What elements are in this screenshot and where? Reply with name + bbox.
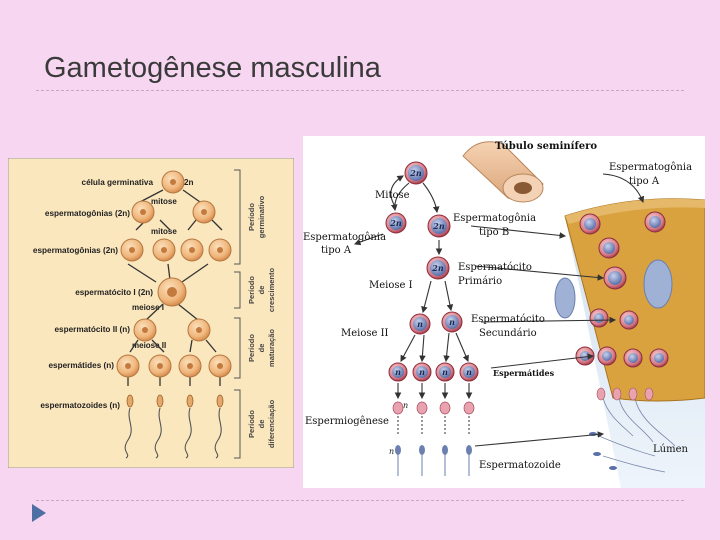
spermatozoa-left [124, 394, 224, 459]
next-slide-arrow-icon[interactable] [32, 504, 46, 522]
label-lumen: Lúmen [653, 444, 688, 455]
label-espermatides: Espermátides [493, 368, 555, 378]
ploidy-n-espermatide: n [403, 401, 408, 410]
ploidy-n-espermatozoide: n [389, 447, 394, 456]
period-diferenciacao-l1: Período [247, 410, 256, 438]
slide-title: Gametogênese masculina [44, 52, 381, 84]
ploidy-n-4: n [419, 367, 425, 377]
label-espermatogonias-1: espermatogônias (2n) [45, 209, 130, 218]
label-espermatocito-secundario-l1: Espermatócito [471, 314, 545, 325]
label-mitose-1: mitose [151, 197, 177, 206]
bottom-divider [36, 500, 684, 501]
period-diferenciacao-l2: de [257, 420, 266, 429]
spermatogenesis-stages-diagram: célula germinativa espermatogônias (2n) … [8, 158, 294, 468]
label-espermatogonia-b-l2: tipo B [479, 227, 509, 238]
period-crescimento-l3: crescimento [267, 267, 276, 312]
ploidy-n-6: n [466, 367, 472, 377]
label-meiose-1: meiose I [132, 303, 164, 312]
label-celula-germinativa: célula germinativa [82, 178, 154, 187]
top-divider [36, 90, 684, 91]
tubule-illustration [462, 141, 544, 203]
seminiferous-tubule-diagram: 2n 2n 2n 2n n n n n n n [303, 136, 705, 488]
ploidy-2n-3: 2n [432, 221, 445, 231]
period-germinativo-l1: Período [247, 203, 256, 231]
period-maturacao-l1: Período [247, 334, 256, 362]
label-espermatocito-secundario-l2: Secundário [479, 328, 537, 339]
label-top-right-l1: Espermatogônia [609, 162, 692, 173]
period-maturacao-l3: maturação [267, 329, 276, 367]
label-espermatides: espermátides (n) [48, 361, 114, 370]
label-espermatocito-2: espermatócito II (n) [54, 325, 130, 334]
ploidy-n-2: n [449, 317, 455, 327]
period-maturacao-l2: de [257, 344, 266, 353]
label-espermatozoides: espermatozoides (n) [40, 401, 120, 410]
label-espermatogonias-2: espermatogônias (2n) [33, 246, 118, 255]
label-espermatogonia-a-l2: tipo A [321, 245, 352, 256]
ploidy-n-1: n [417, 319, 423, 329]
ploidy-2n-1: 2n [409, 168, 422, 178]
label-meiose-1: Meiose I [369, 280, 413, 291]
label-espermatogonia-a-l1: Espermatogônia [303, 232, 386, 243]
ploidy-n-3: n [395, 367, 401, 377]
label-mitose-2: mitose [151, 227, 177, 236]
label-espermiogenese: Espermiogênese [305, 416, 389, 427]
label-meiose-2: Meiose II [341, 328, 389, 339]
period-germinativo-l2: germinativo [257, 195, 266, 238]
label-espermatogonia-b-l1: Espermatogônia [453, 213, 536, 224]
label-meiose-2: meiose II [132, 341, 166, 350]
ploidy-2n-2: 2n [389, 218, 402, 228]
label-top-right-l2: tipo A [629, 176, 660, 187]
period-diferenciacao-l3: diferenciação [267, 399, 276, 448]
label-espermatocito-primario-l1: Espermatócito [458, 262, 532, 273]
period-crescimento-l2: de [257, 286, 266, 295]
label-tubulo-seminifero: Túbulo seminífero [495, 141, 597, 152]
label-espermatocito-primario-l2: Primário [458, 276, 502, 287]
period-crescimento-l1: Período [247, 276, 256, 304]
label-2n: 2n [184, 178, 194, 187]
ploidy-n-5: n [442, 367, 448, 377]
label-espermatocito-1: espermatócito I (2n) [75, 288, 153, 297]
ploidy-2n-4: 2n [431, 263, 444, 273]
label-espermatozoide: Espermatozoide [479, 460, 561, 471]
label-mitose: Mitose [375, 190, 410, 201]
